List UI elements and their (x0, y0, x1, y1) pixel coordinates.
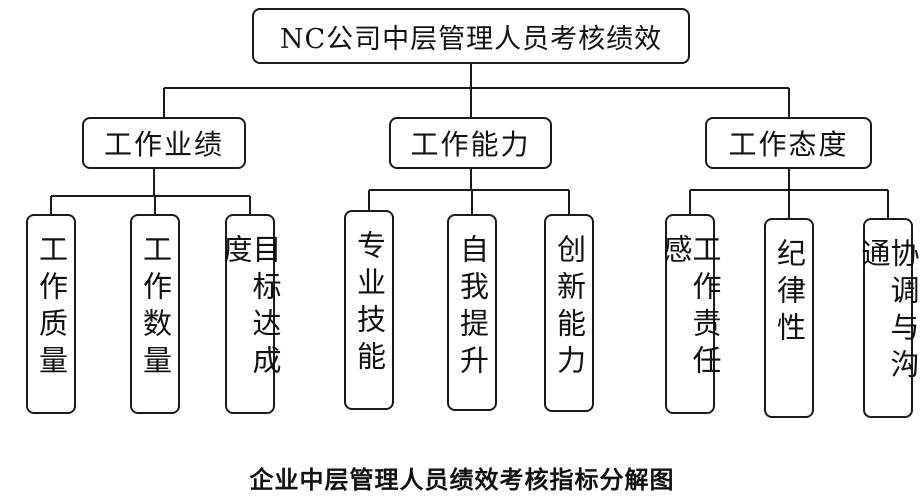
leaf-label: 纪律性 (772, 238, 807, 349)
category-node-attitude: 工作态度 (705, 117, 872, 169)
leaf-label: 工作数量 (138, 234, 173, 382)
category-label: 工作业绩 (103, 128, 224, 161)
leaf-node-work-quantity: 工作数量 (130, 214, 180, 414)
leaf-label: 自我提升 (455, 234, 490, 382)
leaf-label: 专业技能 (352, 230, 387, 378)
leaf-node-work-quality: 工作质量 (26, 214, 76, 414)
leaf-node-responsibility: 工作责任感 (659, 214, 722, 414)
leaf-label: 工作质量 (34, 234, 69, 382)
category-label: 工作态度 (728, 128, 849, 161)
leaf-label: 创新能力 (552, 234, 587, 382)
root-label: NC公司中层管理人员考核绩效 (279, 23, 663, 55)
leaf-node-coordination: 协调与沟通 (857, 218, 920, 418)
leaf-label: 目标达成度 (219, 234, 282, 382)
leaf-label: 工作责任感 (659, 234, 722, 382)
leaf-node-innovation: 创新能力 (544, 214, 594, 412)
leaf-node-self-improvement: 自我提升 (447, 214, 497, 411)
category-node-ability: 工作能力 (389, 117, 552, 169)
diagram-caption: 企业中层管理人员绩效考核指标分解图 (249, 466, 675, 494)
leaf-node-professional-skill: 专业技能 (344, 210, 394, 410)
leaf-label: 协调与沟通 (857, 238, 920, 386)
category-node-performance: 工作业绩 (82, 117, 246, 169)
category-label: 工作能力 (410, 128, 531, 161)
leaf-node-discipline: 纪律性 (764, 218, 814, 418)
root-node: NC公司中层管理人员考核绩效 (252, 8, 690, 64)
leaf-node-goal-achievement: 目标达成度 (219, 214, 282, 414)
